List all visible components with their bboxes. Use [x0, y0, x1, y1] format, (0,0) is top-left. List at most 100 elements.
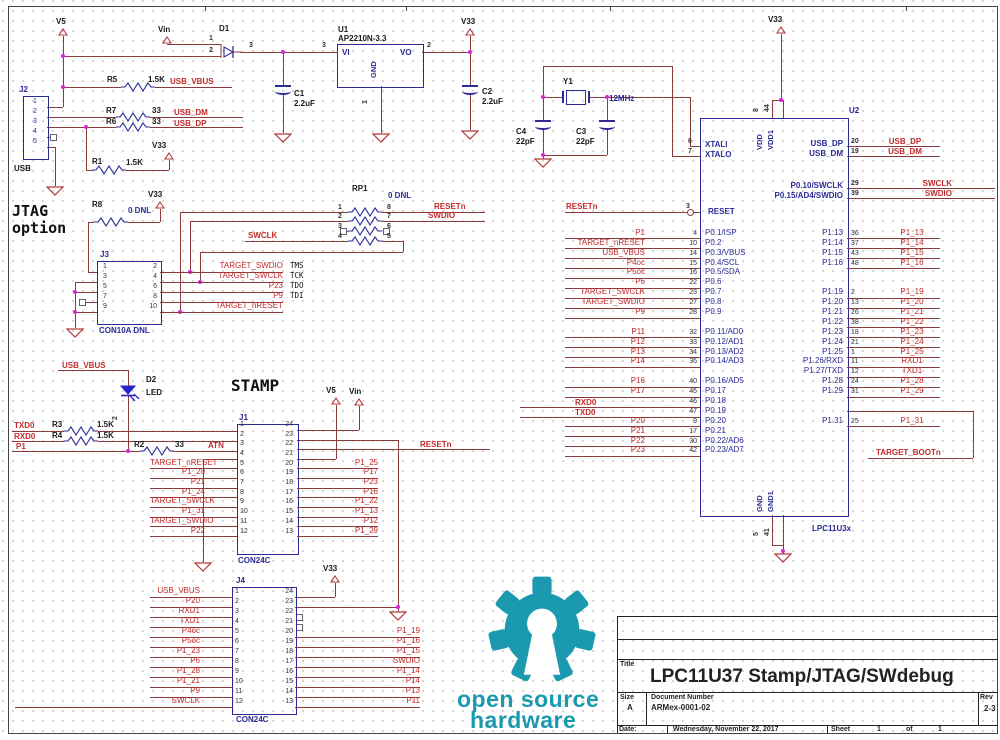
pin-number: 7 [240, 479, 244, 487]
pin-name: P0.18 [705, 396, 726, 406]
pin-name: P1.29 [822, 386, 843, 396]
pin-name: VO [400, 48, 412, 57]
net-label: P21 [560, 426, 700, 438]
regulator-u1 [337, 44, 424, 88]
net-label: RESETn [420, 440, 452, 449]
net-label: TARGET_SWCLK [150, 496, 237, 508]
pin-number: 3 [322, 42, 326, 49]
pin-number: 14 [689, 249, 697, 257]
pin-number: 7 [387, 213, 391, 220]
pin-name: P0.14/AD3 [705, 356, 744, 366]
pin-name: P1.20 [822, 297, 843, 307]
net-label: P1_19 [847, 287, 952, 299]
net-label: P1_14 [847, 238, 952, 250]
net-label: P12 [297, 516, 378, 528]
pin-number: 39 [851, 190, 859, 197]
pin-number: 28 [689, 309, 697, 317]
pin-number: 30 [689, 437, 697, 445]
pin-number: 4 [153, 273, 157, 280]
page-title: LPC11U37 Stamp/JTAG/SWdebug [650, 666, 954, 687]
value-label: 33 [152, 117, 161, 126]
pin-name: P1.15 [822, 247, 843, 257]
pin-name: P0.23/AD7 [705, 445, 744, 455]
net-label: RXD1 [150, 606, 232, 618]
pin-number: 42 [689, 447, 697, 455]
net-label: P17 [297, 467, 378, 479]
net-label: USB_DM [174, 108, 208, 117]
pin-name: P1.25 [822, 346, 843, 356]
jtag-signal-name: TCK [290, 271, 304, 280]
pin-name: P1.23 [822, 326, 843, 336]
diode-d1-icon [220, 44, 241, 58]
net-label: P1_14 [295, 666, 420, 678]
gnd-symbol [66, 328, 84, 338]
net-label: P1_28 [847, 376, 952, 388]
net-label: SWCLK [150, 696, 232, 708]
net-label: USB_VBUS [150, 586, 232, 598]
part-label: LED [146, 388, 162, 397]
crystal-y1 [566, 90, 586, 105]
pin-number: 15 [285, 508, 293, 516]
part-label: CON24C [236, 715, 269, 724]
pin-name: VI [342, 48, 350, 57]
pin-name: GND [369, 61, 378, 78]
pin-number: 15 [285, 678, 293, 685]
pin-name: P0.8 [705, 297, 722, 307]
pin-number: 3 [33, 118, 37, 125]
power-label: V33 [148, 190, 163, 199]
net-label: P1_23 [150, 646, 232, 658]
date-label: Date: [619, 726, 637, 733]
j1-rows: 1 24 2 23 3 22 4 21 TARGET_nRESET 5 20 P… [150, 419, 378, 538]
pin-number: 4 [240, 450, 244, 458]
part-label: CON10A DNL [99, 326, 150, 335]
pin-name: P0.15/AD4/SWDIO [774, 191, 843, 200]
pin-number: 34 [689, 348, 697, 356]
net-label: P1_24 [847, 337, 952, 349]
net-label: TXD0 [14, 421, 35, 430]
rev-value: 2-3 [984, 704, 996, 713]
resistor-r7 [116, 112, 150, 122]
connector-j1 [237, 424, 299, 555]
pin-number: 11 [240, 517, 248, 525]
pin-number: 1 [209, 35, 213, 42]
power-symbol-v33 [163, 152, 175, 160]
ref-label: C3 [576, 127, 587, 136]
value-label: 33 [175, 440, 184, 449]
pin-name: P0.16/AD5 [705, 376, 744, 386]
pin-number: 37 [851, 239, 859, 247]
pin-number: 6 [240, 469, 244, 477]
date-value: Wednesday, November 22, 2017 [673, 726, 779, 733]
pin-number: 8 [240, 488, 244, 496]
net-label: P1_25 [847, 347, 952, 359]
u2-left-pins: P1 4 P0.1/ISP TARGET_nRESET 10 P0.2 USB_… [560, 228, 745, 457]
pin-name: P0.10/SWCLK [790, 181, 843, 190]
net-label: P13 [560, 347, 700, 359]
section-label-jtag: JTAG [12, 202, 49, 220]
ref-label: C1 [294, 89, 305, 98]
net-label: P11 [560, 327, 700, 339]
value-label: 22pF [516, 137, 535, 146]
pin-number: 11 [235, 688, 243, 695]
net-label: TXD1 [847, 366, 952, 378]
power-symbol-vin [161, 36, 173, 44]
pin-number: 10 [235, 678, 243, 685]
pin-number: 4 [693, 229, 697, 237]
doc-number-value: ARMex-0001-02 [651, 703, 711, 712]
jtag-signal-name: TDI [290, 291, 304, 300]
rev-label: Rev [980, 694, 993, 701]
pin-number: 8 [387, 204, 391, 211]
net-label: TARGET_nRESET [150, 457, 237, 470]
power-label: V33 [768, 15, 783, 24]
net-label: RESETn [434, 202, 466, 211]
gnd-symbol [774, 553, 792, 563]
pin-number: 9 [103, 303, 107, 310]
power-symbol-v33 [464, 28, 476, 36]
ref-label: D1 [219, 24, 230, 33]
net-label: P1_28 [150, 666, 232, 678]
pin-number: 47 [689, 407, 697, 415]
sheet-label: Sheet [831, 726, 851, 733]
net-label: P1_29 [297, 526, 378, 538]
pin-number: 12 [240, 527, 248, 535]
pin-number: 12 [235, 698, 243, 705]
title-label: Title [620, 661, 635, 668]
